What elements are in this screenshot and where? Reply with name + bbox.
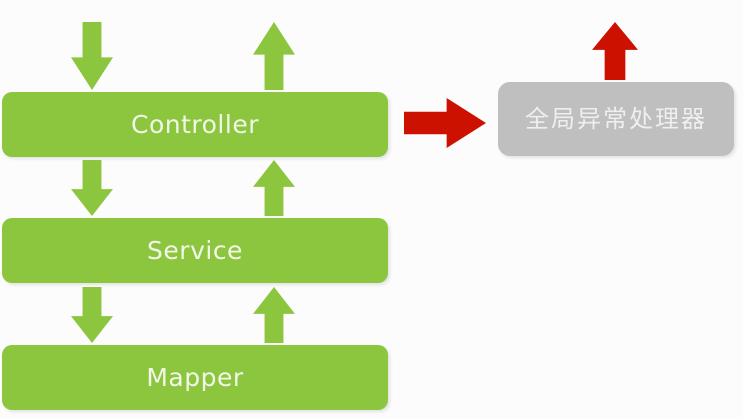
global-exception-handler-label: 全局异常处理器 [525,105,707,133]
layer-label-service: Service [147,236,243,265]
arrow-down-controller-to-service [71,160,113,216]
global-exception-handler-box[interactable]: 全局异常处理器 [498,82,734,156]
arrow-up-service-to-controller [253,160,295,216]
arrow-down-service-to-mapper [71,287,113,343]
layer-label-controller: Controller [131,110,259,139]
arrow-down-request-into-controller [71,22,113,90]
arrow-right-controller-to-handler [404,98,486,148]
layer-box-service[interactable]: Service [2,218,388,283]
arrow-up-mapper-to-service [253,287,295,343]
layer-box-controller[interactable]: Controller [2,92,388,157]
arrow-up-handler-response-out [592,22,638,80]
layer-box-mapper[interactable]: Mapper [2,345,388,410]
layer-label-mapper: Mapper [146,363,244,392]
arrow-up-response-from-controller [253,22,295,90]
